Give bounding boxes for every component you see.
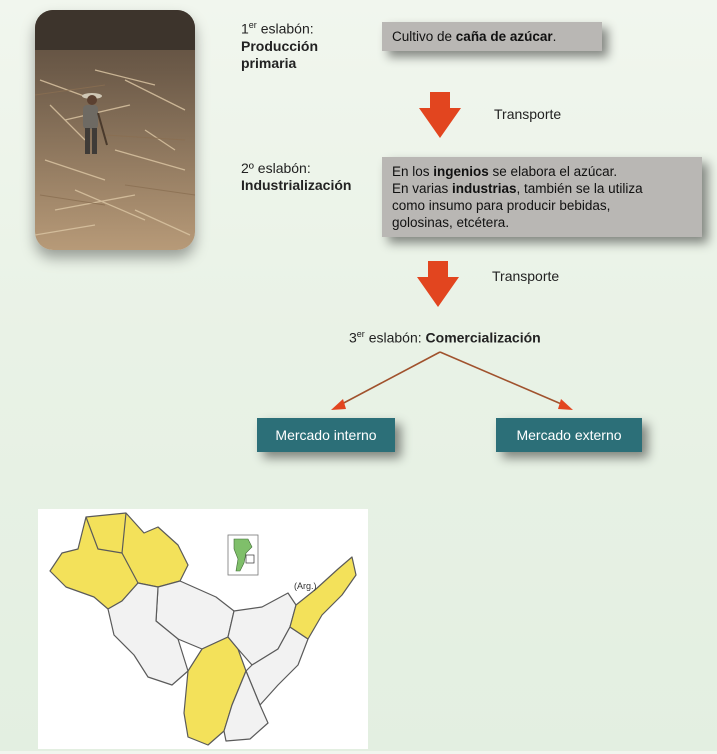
transport-label-1: Transporte <box>494 106 562 122</box>
level1-name: Producción primaria <box>241 37 319 71</box>
level3-label: 3er eslabón: Comercialización <box>349 329 541 346</box>
arrowhead-left-icon <box>331 399 346 410</box>
level1-label: 1er eslabón: Producción primaria <box>241 17 351 72</box>
level2-label: 2º eslabón: Industrialización <box>241 160 352 193</box>
down-arrow-icon <box>417 261 459 307</box>
level2-name: Industrialización <box>241 177 352 193</box>
region-map: (Arg.) <box>38 509 368 749</box>
transport-label-2: Transporte <box>492 268 560 284</box>
arrowhead-right-icon <box>558 399 573 410</box>
argentina-inset-icon <box>227 534 259 576</box>
internal-market-box: Mercado interno <box>257 418 395 452</box>
sugarcane-cultivation-box: Cultivo de caña de azúcar. <box>382 22 602 51</box>
industrialization-box: En los ingenios se elabora el azúcar. En… <box>382 157 702 237</box>
external-market-box: Mercado externo <box>496 418 642 452</box>
level3-name: Comercialización <box>425 329 541 346</box>
down-arrow-icon <box>419 92 461 138</box>
inset-map-label: (Arg.) <box>294 581 317 591</box>
sugarcane-field-photo <box>35 10 195 250</box>
